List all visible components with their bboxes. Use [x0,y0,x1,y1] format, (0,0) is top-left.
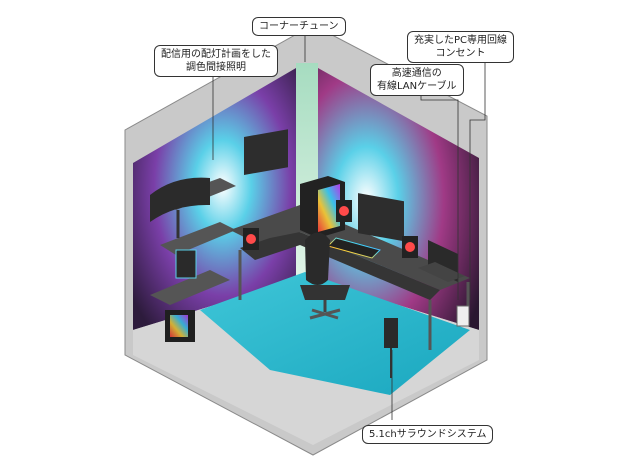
gaming-chair [300,232,350,320]
keyboard [327,237,381,259]
curved-monitor [150,177,210,238]
callout-pc-outlet: 充実したPC専用回線 コンセント [407,31,515,63]
power-outlet [456,305,470,327]
left-wall [133,68,296,330]
speakers [243,200,418,378]
desk-monitors [244,129,404,242]
laptop [418,240,465,282]
callout-lan-cable: 高速通信の 有線LANケーブル [370,64,464,96]
rug [200,272,470,395]
callout-indirect-lighting: 配信用の配灯計画をした 調色間接照明 [154,45,278,77]
callout-surround-system: 5.1chサラウンドシステム [362,425,494,444]
pc-tower [300,176,345,238]
callout-corner-tune: コーナーチューン [252,17,346,36]
